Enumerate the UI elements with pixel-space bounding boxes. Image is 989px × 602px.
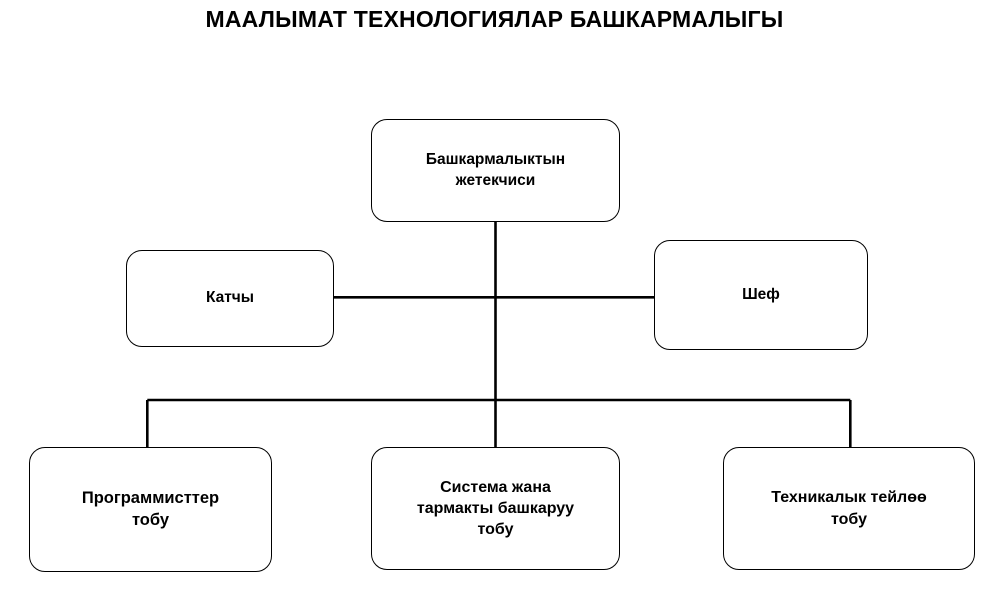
org-node-chief[interactable]: Шеф <box>654 240 868 350</box>
org-node-system-network-group-label: Система жана тармакты башкаруу тобу <box>416 478 575 539</box>
org-node-system-network-group[interactable]: Система жана тармакты башкаруу тобу <box>371 447 620 570</box>
org-node-head[interactable]: Башкармалыктын жетекчиси <box>371 119 620 222</box>
org-node-technical-service-group-label: Техникалык тейлөө тобу <box>771 489 927 528</box>
org-node-secretary[interactable]: Катчы <box>126 250 334 347</box>
org-node-programmers-group-label: Программисттер тобу <box>81 488 220 529</box>
org-node-technical-service-group[interactable]: Техникалык тейлөө тобу <box>723 447 975 570</box>
org-node-secretary-label: Катчы <box>205 289 255 307</box>
org-node-chief-label: Шеф <box>742 285 780 303</box>
org-node-programmers-group[interactable]: Программисттер тобу <box>29 447 272 572</box>
org-node-head-label: Башкармалыктын жетекчиси <box>425 151 566 189</box>
page-title: МААЛЫМАТ ТЕХНОЛОГИЯЛАР БАШКАРМАЛЫГЫ <box>205 6 784 32</box>
